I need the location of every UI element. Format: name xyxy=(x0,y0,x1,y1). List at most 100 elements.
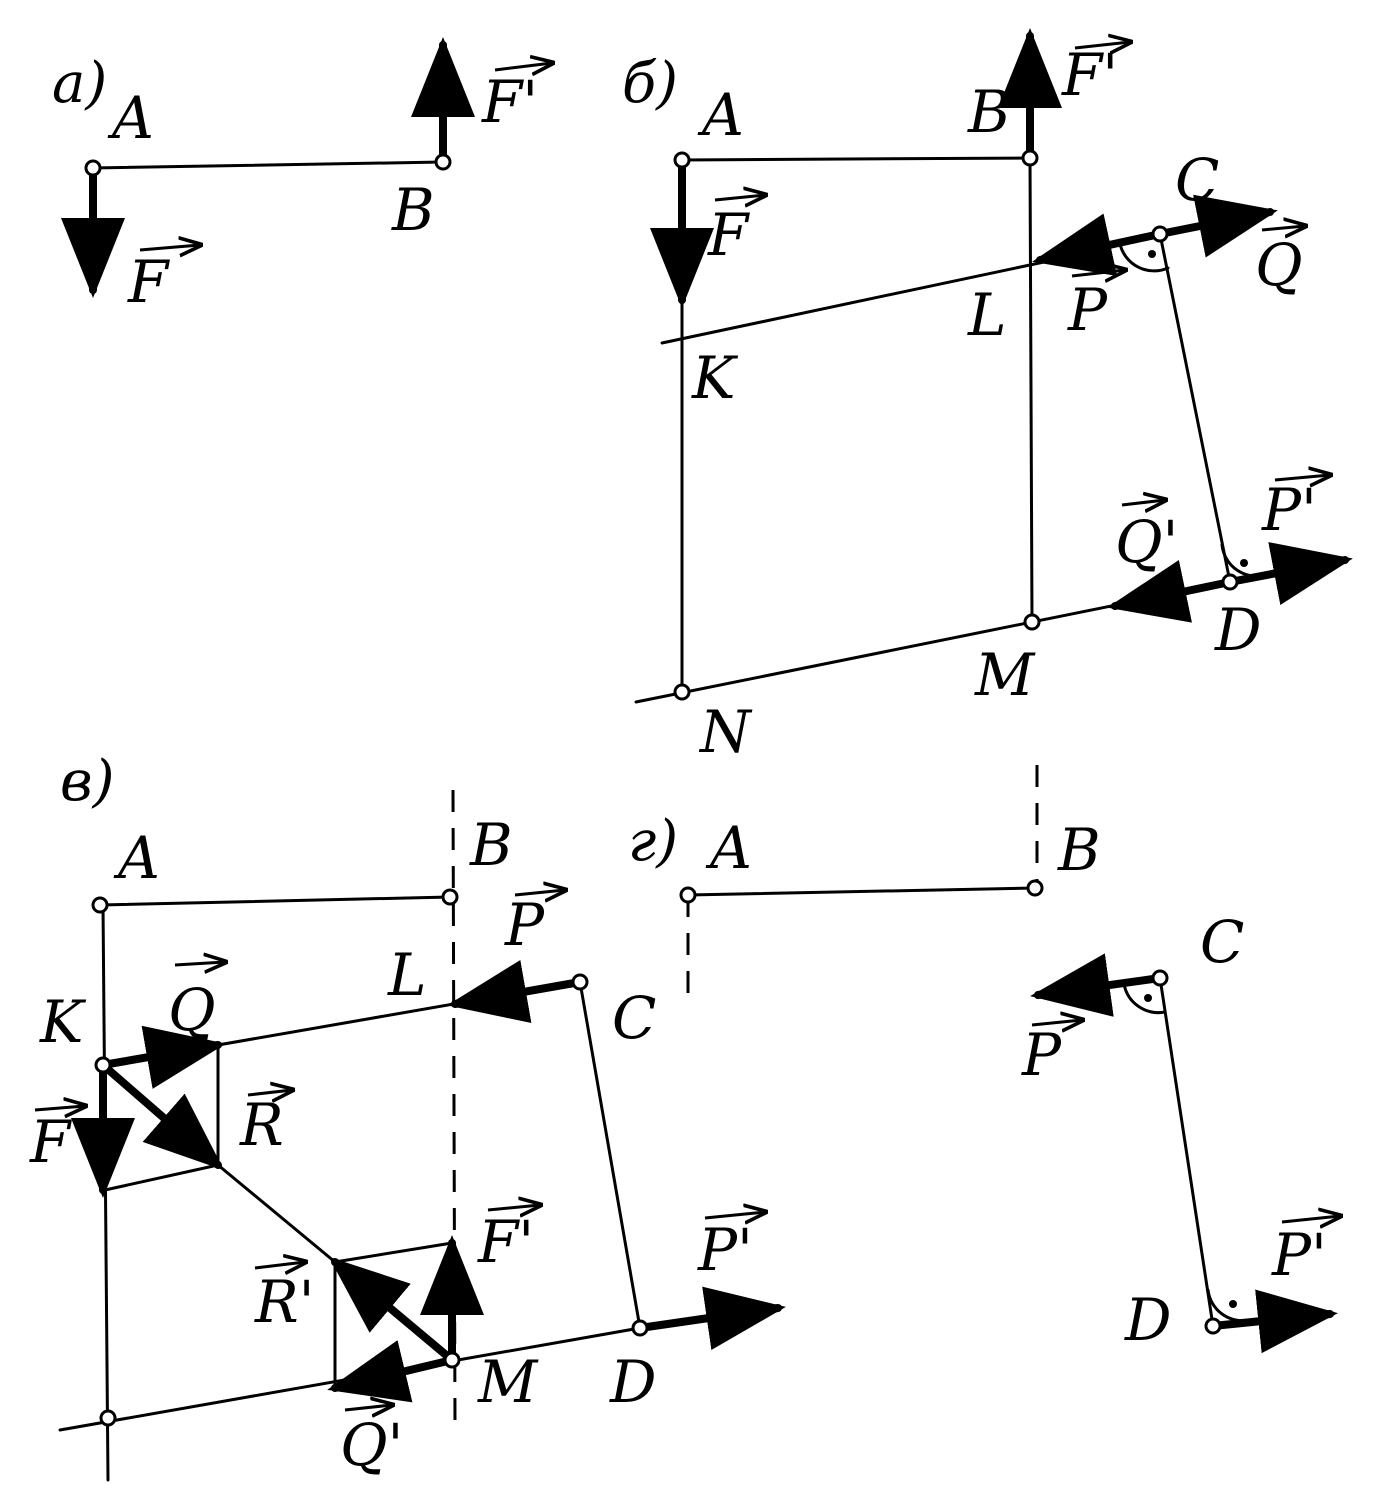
segment-AB xyxy=(680,156,1032,162)
label-C: C xyxy=(1175,146,1219,214)
label-P-prime: P' xyxy=(1271,1221,1327,1289)
segment-CD xyxy=(1158,232,1232,584)
vector-bar-F xyxy=(714,195,765,200)
label-B: B xyxy=(967,78,1011,146)
point-M xyxy=(443,1351,461,1369)
label-D: D xyxy=(609,1348,657,1416)
panel-v: в) A B C D K L M P xyxy=(29,749,786,1482)
force-Q-prime-vector xyxy=(1107,559,1234,623)
right-angle-dot-D xyxy=(1240,559,1248,567)
label-B: B xyxy=(1057,816,1101,884)
right-angle-mark-C xyxy=(1118,242,1170,273)
label-F: F xyxy=(29,1108,72,1176)
force-Q-vector xyxy=(1156,194,1278,258)
point-A xyxy=(673,151,691,169)
force-P-prime-vector xyxy=(1209,1289,1338,1354)
panel-g: г) A B C D P P' xyxy=(628,765,1340,1354)
line-R-extension xyxy=(216,1163,337,1264)
label-F: F xyxy=(127,248,170,316)
vector-bar-P xyxy=(514,890,565,895)
label-B: B xyxy=(469,811,513,879)
point-D xyxy=(1221,573,1239,591)
force-P-prime-vector xyxy=(1226,542,1353,605)
point-B xyxy=(1021,149,1039,167)
point-B xyxy=(441,888,459,906)
vector-bar-P-prime xyxy=(1281,1216,1340,1222)
vector-bar-R xyxy=(247,1090,292,1095)
panel-a: а) A B F F' xyxy=(52,37,552,316)
vector-bar-Q xyxy=(174,962,225,965)
label-N: N xyxy=(698,698,753,766)
point-A xyxy=(84,159,102,177)
label-F-prime: F' xyxy=(481,68,538,136)
label-C: C xyxy=(1200,908,1244,976)
label-A: A xyxy=(107,84,154,152)
vector-bar-P-prime xyxy=(704,1212,765,1218)
right-angle-dot-D xyxy=(1229,1300,1237,1308)
label-P: P xyxy=(504,891,545,959)
label-F-prime: F' xyxy=(477,1208,534,1276)
point-K xyxy=(94,1056,112,1074)
right-angle-dot-C xyxy=(1148,250,1156,258)
force-P-vector xyxy=(1032,213,1164,277)
panel-b-tag: б) xyxy=(622,51,678,116)
right-angle-mark-D xyxy=(1206,1288,1252,1323)
panel-a-tag: а) xyxy=(52,51,107,116)
label-P-prime: P' xyxy=(1261,476,1317,544)
point-N xyxy=(673,683,691,701)
vector-bar-F xyxy=(139,245,200,250)
segment-AB xyxy=(686,886,1037,897)
force-Q-prime-vector xyxy=(327,1340,456,1403)
force-R-prime-vector xyxy=(328,1256,456,1364)
segment-AB xyxy=(98,895,452,907)
vector-bar-F-prime xyxy=(487,1205,540,1210)
line-B-dashed xyxy=(451,789,457,1426)
label-P: P xyxy=(1067,276,1108,344)
vector-bar-F-prime xyxy=(494,63,552,70)
point-B xyxy=(434,153,452,171)
vector-bar-R-prime xyxy=(254,1262,305,1268)
label-M: M xyxy=(477,1348,539,1416)
force-P-vector xyxy=(1030,953,1164,1017)
label-F: F xyxy=(707,201,750,269)
label-Q-prime: Q' xyxy=(340,1411,404,1479)
force-P-prime-vector xyxy=(636,1286,786,1350)
vector-bar-P-prime xyxy=(1274,475,1330,480)
label-Q-prime: Q' xyxy=(1115,508,1179,576)
point-C xyxy=(1151,225,1169,243)
segment-CD xyxy=(1158,976,1215,1328)
vector-bar-F-prime xyxy=(1074,42,1130,48)
point-C xyxy=(1151,969,1169,987)
point-A xyxy=(679,886,697,904)
panel-v-tag: в) xyxy=(60,749,114,814)
label-M: M xyxy=(974,641,1036,709)
point-lower-left xyxy=(99,1409,117,1427)
label-R-prime: R' xyxy=(254,1268,315,1336)
point-A xyxy=(91,896,109,914)
vector-bar-P xyxy=(1071,270,1125,276)
vector-bar-Q-prime xyxy=(1121,500,1165,505)
point-C xyxy=(571,973,589,991)
label-A: A xyxy=(697,81,744,149)
label-Q: Q xyxy=(168,976,216,1044)
point-D xyxy=(1204,1317,1222,1335)
label-A: A xyxy=(705,814,752,882)
vector-bar-Q xyxy=(1261,226,1305,230)
label-C: C xyxy=(612,984,656,1052)
label-A: A xyxy=(113,824,160,892)
label-P: P xyxy=(1021,1021,1062,1089)
label-K: K xyxy=(39,988,87,1056)
vector-bar-P xyxy=(1031,1020,1082,1025)
right-angle-dot-C xyxy=(1144,994,1152,1002)
label-L: L xyxy=(967,281,1007,349)
segment-AB xyxy=(91,160,445,170)
point-M xyxy=(1023,613,1041,631)
right-angle-mark-C xyxy=(1122,982,1167,1015)
label-D: D xyxy=(1124,1286,1172,1354)
label-D: D xyxy=(1214,596,1262,664)
panel-b: б) A B C D K L M N F F' xyxy=(622,28,1353,766)
point-B xyxy=(1026,879,1044,897)
force-P-vector xyxy=(447,960,584,1024)
label-Q: Q xyxy=(1255,231,1303,299)
